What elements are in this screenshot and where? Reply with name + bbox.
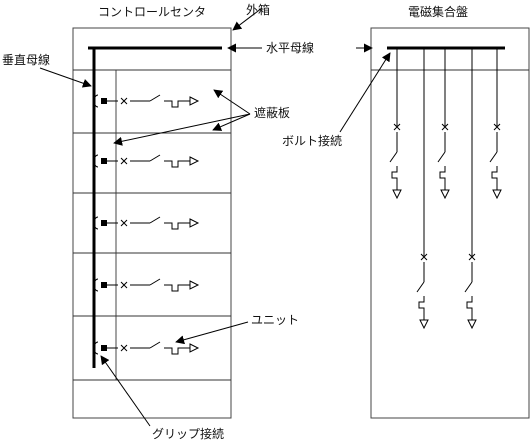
unit-row-3	[93, 216, 200, 230]
enclosure-leader	[232, 7, 263, 31]
switchboard-circuit-4	[416, 48, 429, 330]
control-center-enclosure	[72, 27, 232, 419]
enclosure-label: 外箱	[246, 2, 270, 17]
bolt-connection-label: ボルト接続	[282, 133, 342, 148]
switchboard-label: 電磁集合盤	[408, 4, 468, 19]
switchboard-circuit-3	[489, 48, 502, 200]
unit-row-4	[93, 278, 200, 292]
control-center-label: コントロールセンタ	[98, 5, 206, 19]
unit-row-5	[93, 341, 200, 355]
unit-leader	[175, 321, 249, 345]
unit-label: ユニット	[251, 313, 299, 327]
grip-connection-label: グリップ接続	[152, 426, 224, 441]
shield-plate-label: 遮蔽板	[254, 105, 290, 120]
unit-row-1	[93, 94, 200, 108]
switchboard-circuit-1	[389, 48, 402, 200]
vertical-bus-leader	[39, 67, 92, 88]
switchboard-circuit-5	[464, 48, 477, 330]
shield-plate-leader-1	[213, 89, 251, 115]
shield-plate-leader-3	[113, 113, 251, 146]
vertical-bus-label: 垂直母線	[2, 52, 50, 67]
shield-plate-leader-2	[212, 113, 251, 131]
switchboard-enclosure	[370, 27, 530, 419]
horizontal-bus-label: 水平母線	[266, 40, 314, 55]
bolt-connection-leader	[339, 52, 391, 133]
switchboard-circuit-2	[437, 48, 450, 200]
grip-connection-leader	[100, 355, 151, 427]
unit-row-2	[93, 154, 200, 168]
